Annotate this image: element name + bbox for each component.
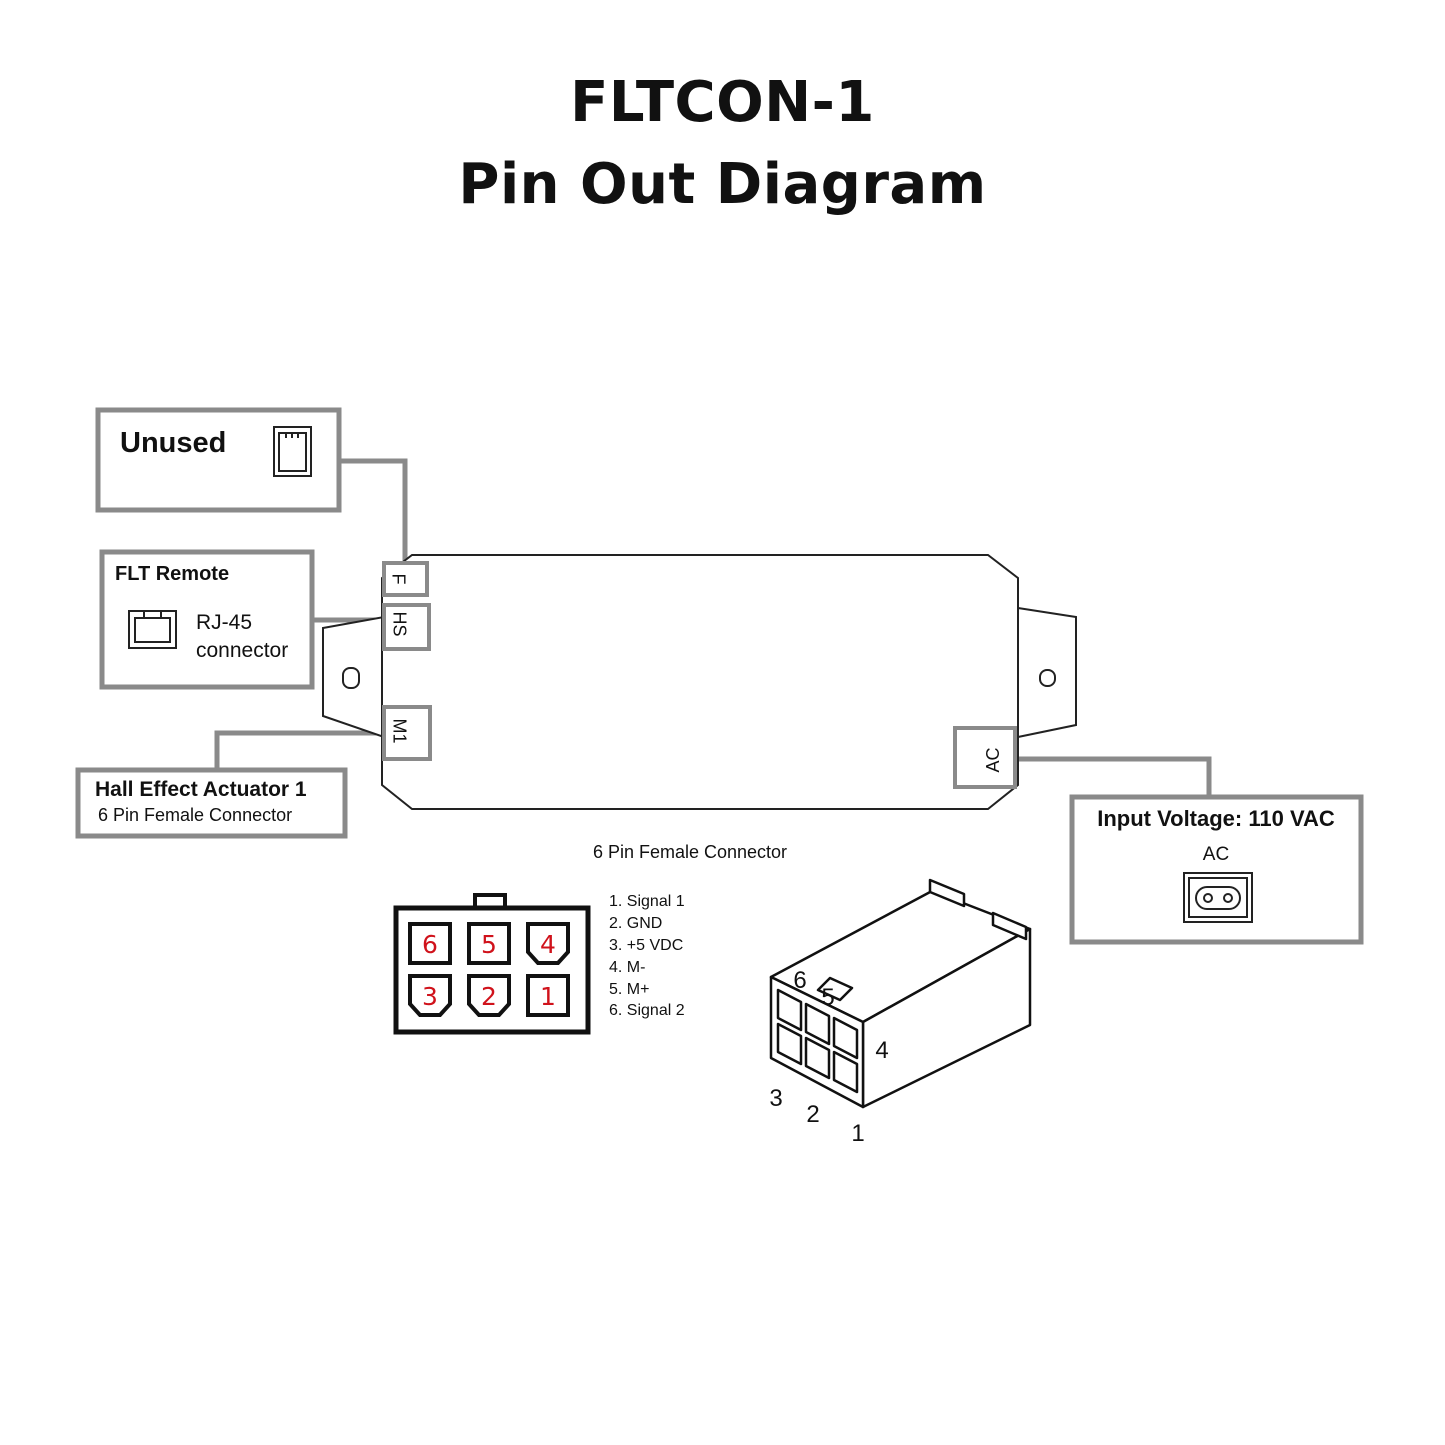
connector-face-pins — [408, 922, 570, 1017]
flt-remote-detail-2: connector — [196, 639, 288, 662]
pinout-list: 1. Signal 1 2. GND 3. +5 VDC 4. M- 5. M+… — [609, 893, 685, 1019]
face-pin-1 — [526, 974, 570, 1017]
iso-cavity-4 — [832, 1016, 859, 1060]
port-ac-box — [953, 726, 1017, 789]
hall-effect-connection-line — [214, 730, 384, 770]
iso-cavity-1 — [832, 1050, 859, 1094]
pinout-item: 2. GND — [609, 915, 662, 932]
face-pin-3 — [408, 974, 452, 1017]
iso-cavity-5 — [804, 1002, 831, 1046]
face-pin-label-4: 4 — [540, 930, 556, 959]
pinout-item: 4. M- — [609, 959, 645, 976]
face-pin-5 — [467, 922, 511, 965]
iso-label-2: 2 — [806, 1101, 819, 1128]
unused-label: Unused — [120, 427, 226, 459]
iso-ridge-1 — [928, 878, 966, 908]
ac-outlet-icon — [1183, 872, 1253, 923]
input-voltage-label: Input Voltage: 110 VAC — [1097, 806, 1335, 831]
unused-callout — [95, 407, 342, 513]
hall-effect-callout — [75, 767, 348, 839]
hall-effect-label: Hall Effect Actuator 1 — [95, 778, 307, 801]
controller-body — [322, 554, 1077, 810]
unused-connection-line — [340, 458, 408, 565]
rj45-icon — [128, 610, 177, 649]
port-hs-label: HS — [389, 611, 409, 636]
input-voltage-detail: AC — [1203, 844, 1229, 865]
port-m1-box — [382, 705, 432, 761]
diagram-title: FLTCON-1 — [570, 70, 875, 135]
face-pin-label-2: 2 — [481, 982, 497, 1011]
diagram-subtitle: Pin Out Diagram — [458, 152, 987, 217]
left-mounting-hole — [342, 667, 360, 689]
flt-remote-label: FLT Remote — [115, 563, 229, 585]
port-f-box — [382, 561, 429, 597]
hall-effect-detail: 6 Pin Female Connector — [98, 805, 292, 825]
iso-ridge-2 — [991, 911, 1028, 941]
iso-latch — [816, 976, 854, 1002]
iso-label-4: 4 — [875, 1037, 888, 1064]
iso-cavity-6 — [776, 988, 803, 1032]
face-pin-label-6: 6 — [422, 930, 438, 959]
ac-connection-line — [1015, 756, 1212, 797]
face-pin-2 — [467, 974, 511, 1017]
connector-face — [393, 893, 591, 1035]
flt-remote-detail-1: RJ-45 — [196, 611, 252, 634]
port-f-label: F — [388, 574, 408, 585]
port-ac-label: AC — [983, 747, 1003, 772]
pinout-item: 5. M+ — [609, 981, 649, 998]
face-pin-label-3: 3 — [422, 982, 438, 1011]
iso-label-3: 3 — [769, 1085, 782, 1112]
flt-remote-callout — [99, 549, 315, 690]
controller-housing — [381, 554, 1019, 810]
face-pin-label-5: 5 — [481, 930, 497, 959]
iso-label-5: 5 — [821, 984, 834, 1011]
unused-port-icon — [273, 426, 312, 477]
iso-label-1: 1 — [851, 1120, 864, 1147]
face-pin-4 — [526, 922, 570, 965]
connector-heading: 6 Pin Female Connector — [593, 842, 787, 862]
pinout-item: 3. +5 VDC — [609, 937, 683, 954]
iso-label-6: 6 — [793, 967, 806, 994]
face-pin-6 — [408, 922, 452, 965]
port-hs-box — [382, 603, 431, 651]
pinout-item: 1. Signal 1 — [609, 893, 685, 910]
face-pin-label-1: 1 — [540, 982, 556, 1011]
pinout-item: 6. Signal 2 — [609, 1002, 685, 1019]
connection-lines — [214, 458, 1212, 797]
iso-cavity-3 — [776, 1022, 803, 1066]
connector-isometric — [769, 878, 1032, 1109]
iso-cavity-2 — [804, 1036, 831, 1080]
port-m1-label: M1 — [389, 718, 409, 743]
right-mounting-hole — [1039, 669, 1056, 687]
